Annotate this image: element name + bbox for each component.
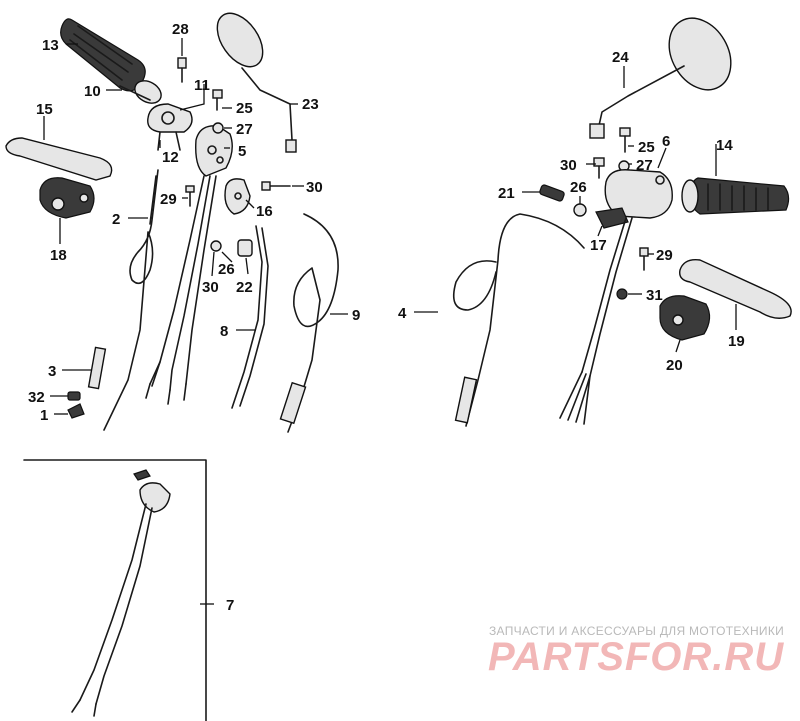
- right-switch-wiring-part: [559, 217, 633, 425]
- switch-housing-part: [195, 125, 233, 177]
- callout-6: 6: [662, 133, 670, 150]
- callout-10: 10: [84, 83, 101, 100]
- callout-29-left: 29: [160, 191, 177, 208]
- callout-3: 3: [48, 363, 56, 380]
- callout-32: 32: [28, 389, 45, 406]
- right-grip-part: [681, 177, 790, 215]
- adjuster-21-part: [539, 184, 565, 202]
- callout-30-right: 30: [560, 157, 577, 174]
- callout-4: 4: [398, 305, 407, 322]
- bolt-29-part: [185, 185, 195, 207]
- watermark-logo: PARTSFOR.RU: [488, 635, 785, 679]
- dimmer-wire-part: [231, 225, 269, 409]
- callout-21: 21: [498, 185, 515, 202]
- callout-15: 15: [36, 101, 53, 118]
- clutch-cable-part: [103, 169, 159, 431]
- callout-29-right: 29: [656, 247, 673, 264]
- callout-8: 8: [220, 323, 228, 340]
- callout-27-left: 27: [236, 121, 253, 138]
- callout-14: 14: [716, 137, 733, 154]
- bracket-17-part: [595, 207, 629, 229]
- brake-lever-part: [679, 259, 792, 319]
- screw-30b-part: [593, 157, 605, 179]
- callout-17: 17: [590, 237, 607, 254]
- callout-22: 22: [236, 279, 253, 296]
- collar-22-part: [237, 239, 253, 257]
- callout-23: 23: [302, 96, 319, 113]
- clutch-lever-part: [5, 137, 113, 181]
- switch-harness-7-part: [23, 459, 207, 721]
- right-mirror-part: [589, 17, 732, 139]
- screw-25-part: [212, 89, 223, 111]
- clip-32-part: [67, 391, 81, 401]
- callout-25-right: 25: [638, 139, 655, 156]
- lever-bracket-part: [39, 177, 95, 219]
- callout-31: 31: [646, 287, 663, 304]
- callout-24: 24: [612, 49, 629, 66]
- callout-26-right: 26: [570, 179, 587, 196]
- washer-27-part: [212, 122, 224, 134]
- leader-lines: [43, 38, 737, 605]
- clip-1-part: [67, 403, 85, 419]
- screw-30a-part: [261, 181, 291, 191]
- throttle-cable-part: [279, 213, 339, 433]
- brake-bracket-part: [659, 295, 711, 341]
- callout-26-left: 26: [218, 261, 235, 278]
- nut-26a-part: [210, 240, 222, 252]
- left-grip-part: [60, 18, 146, 92]
- throttle-pipe-part: [119, 80, 162, 104]
- callout-9: 9: [352, 307, 360, 324]
- callout-12: 12: [162, 149, 179, 166]
- callout-7: 7: [226, 597, 234, 614]
- left-switch-wiring-part: [145, 175, 217, 405]
- throttle-housing-part: [147, 103, 193, 151]
- callout-13: 13: [42, 37, 59, 54]
- bolt-28-part: [177, 57, 187, 83]
- callout-30-left: 30: [202, 279, 219, 296]
- callout-11: 11: [194, 77, 210, 94]
- callout-20: 20: [666, 357, 683, 374]
- callout-5: 5: [238, 143, 246, 160]
- callout-2: 2: [112, 211, 120, 228]
- nut-26b-part: [573, 203, 587, 217]
- bolt-29b-part: [639, 247, 649, 271]
- watermark-caption: ЗАПЧАСТИ И АКСЕССУАРЫ ДЛЯ МОТОТЕХНИКИ: [489, 624, 785, 638]
- callout-labels: 13 10 28 11 25 27 23 15 12 5 2 29 30 16 …: [28, 21, 745, 614]
- callout-18: 18: [50, 247, 67, 264]
- pivot-31-part: [616, 288, 628, 300]
- callout-27-right: 27: [636, 157, 653, 174]
- callout-30-top: 30: [306, 179, 323, 196]
- callout-19: 19: [728, 333, 745, 350]
- callout-16: 16: [256, 203, 273, 220]
- callout-25-left: 25: [236, 100, 253, 117]
- left-mirror-part: [216, 12, 297, 153]
- callout-1: 1: [40, 407, 48, 424]
- dimmer-switch-part: [224, 178, 251, 215]
- callout-28: 28: [172, 21, 189, 38]
- sleeve-3-part: [87, 346, 107, 390]
- screw-25b-part: [619, 127, 631, 153]
- brake-cable-part: [452, 213, 585, 427]
